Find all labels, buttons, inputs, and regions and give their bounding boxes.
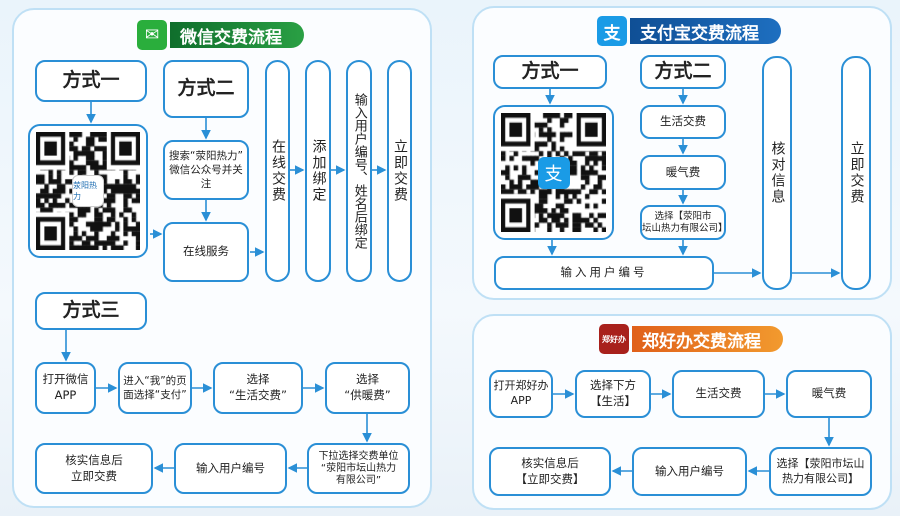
wechat-step-life-pay: 选择 “生活交费” (213, 362, 303, 414)
wechat-step-me-pay: 进入“我”的页 面选择“支付” (118, 362, 192, 414)
alipay-logo: 支 (537, 156, 570, 189)
wechat-title: ✉ 微信交费流程 (137, 20, 304, 50)
wechat-step-input-number: 输入用户编号 (174, 443, 287, 494)
zhb-step-select-unit: 选择【荥阳市坛山 热力有限公司】 (769, 447, 872, 496)
wechat-col-pay-now: 立即交费 (387, 60, 412, 282)
wechat-method-3: 方式三 (35, 292, 147, 330)
wechat-step-verify-pay: 核实信息后 立即交费 (35, 443, 153, 494)
alipay-icon: 支 (597, 16, 627, 46)
wechat-method-1: 方式一 (35, 60, 147, 102)
alipay-col-pay-now: 立即交费 (841, 56, 871, 290)
wechat-col-input-bind: 输入用户编号、姓名后绑定 (346, 60, 372, 282)
wechat-qr-code: 荥阳热力 (28, 124, 148, 258)
alipay-title: 支 支付宝交费流程 (597, 16, 781, 46)
wechat-title-text: 微信交费流程 (170, 22, 304, 48)
alipay-step-heating: 暖气费 (640, 155, 726, 190)
alipay-method-2: 方式二 (640, 55, 726, 89)
reyang-logo: 荥阳热力 (72, 175, 104, 207)
alipay-step-life-pay: 生活交费 (640, 105, 726, 139)
wechat-step-open-app: 打开微信 APP (35, 362, 96, 414)
alipay-qr-code: 支 (493, 105, 614, 240)
wechat-search-step: 搜索“荥阳热力” 微信公众号并关注 (163, 140, 249, 200)
zhb-step-open-app: 打开郑好办 APP (489, 370, 553, 418)
wechat-icon: ✉ (137, 20, 167, 50)
zhb-step-heating: 暖气费 (786, 370, 872, 418)
wechat-step-select-unit: 下拉选择交费单位 “荥阳市坛山热力 有限公司” (307, 443, 410, 494)
alipay-title-text: 支付宝交费流程 (630, 18, 781, 44)
zhenghaoban-title-text: 郑好办交费流程 (632, 326, 783, 352)
wechat-step-heating: 选择 “供暖费” (325, 362, 410, 414)
alipay-step-select-unit: 选择【荥阳市 坛山热力有限公司】 (640, 205, 728, 240)
wechat-col-online-pay: 在线交费 (265, 60, 290, 282)
alipay-input-number: 输入用户编号 (494, 256, 714, 290)
zhb-step-select-life: 选择下方 【生活】 (575, 370, 651, 418)
wechat-online-service: 在线服务 (163, 222, 249, 282)
zhb-step-verify-pay: 核实信息后 【立即交费】 (489, 447, 611, 496)
alipay-col-verify: 核对信息 (762, 56, 792, 290)
zhb-step-life-pay: 生活交费 (672, 370, 765, 418)
wechat-method-2: 方式二 (163, 60, 249, 118)
zhb-step-input-number: 输入用户编号 (632, 447, 747, 496)
zhenghaoban-icon: 郑好办 (599, 324, 629, 354)
alipay-method-1: 方式一 (493, 55, 607, 89)
wechat-col-add-binding: 添加绑定 (305, 60, 331, 282)
zhenghaoban-title: 郑好办 郑好办交费流程 (599, 324, 783, 354)
